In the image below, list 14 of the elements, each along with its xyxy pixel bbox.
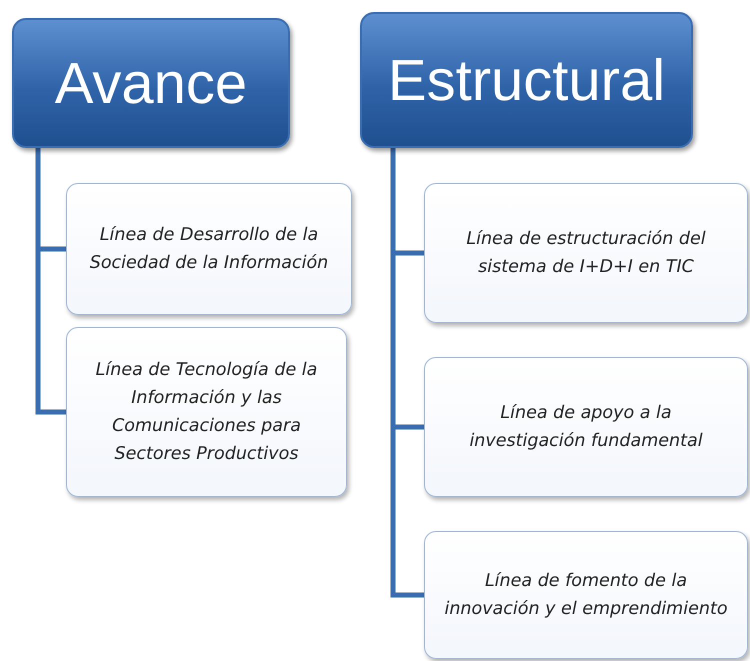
- item-text: Línea de estructuración del sistema de I+D+I en TIC: [465, 228, 707, 279]
- item-text: Línea de Desarrollo de la Sociedad de la Información: [88, 224, 330, 275]
- header-box: [12, 18, 290, 148]
- header-text: Estructural: [388, 46, 666, 114]
- item-box: [66, 327, 347, 497]
- item-box: [424, 357, 748, 497]
- header-text: Avance: [54, 50, 248, 116]
- item-text: Línea de fomento de la innovación y el emprendimiento: [443, 570, 729, 621]
- item-box: [66, 183, 352, 315]
- item-text: Línea de apoyo a la investigación fundamental: [468, 402, 704, 453]
- item-box: [424, 531, 748, 659]
- item-text: Línea de Tecnología de la Información y las Comunicaciones para Sectores Productivos: [94, 359, 318, 466]
- header-box: [360, 12, 693, 148]
- item-box: [424, 183, 748, 323]
